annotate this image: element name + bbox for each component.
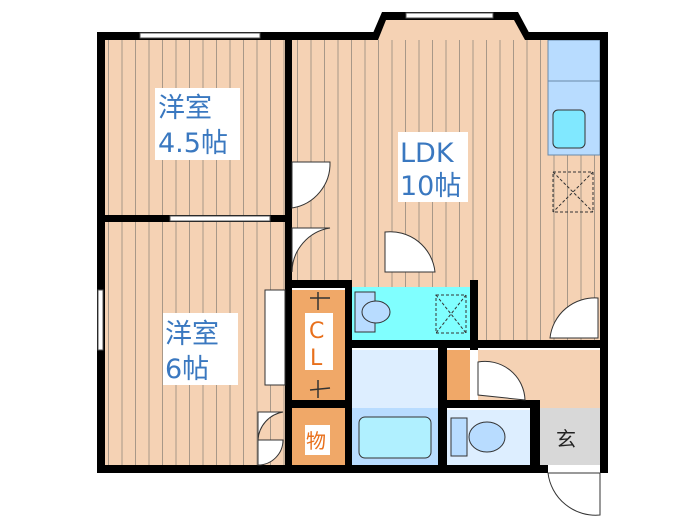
entrance-area [540, 408, 600, 465]
toilet-icon [450, 417, 506, 457]
stove-icon [552, 171, 594, 213]
closet-label-l: L [310, 346, 323, 371]
doors[interactable] [257, 161, 601, 516]
bedroom-4-5-size: 4.5帖 [158, 128, 228, 159]
closet-label-c: C [309, 319, 324, 344]
entrance-label: 玄 [556, 427, 576, 451]
bedroom-6-size: 6帖 [165, 354, 209, 385]
bathtub-icon [358, 416, 432, 459]
ldk-name: LDK [400, 138, 455, 169]
washing-machine-icon [435, 294, 467, 334]
bedroom-4-5-name: 洋室 [158, 93, 212, 124]
washbasin-icon [354, 291, 391, 333]
windows [97, 12, 494, 351]
ldk-size: 10帖 [400, 171, 461, 202]
small-closet [447, 350, 470, 400]
bay-window-floor [375, 20, 528, 40]
bedroom-6-name: 洋室 [165, 319, 219, 350]
storage-label: 物 [306, 429, 326, 453]
dressing-room [352, 350, 438, 408]
kitchen-sink [552, 109, 586, 149]
